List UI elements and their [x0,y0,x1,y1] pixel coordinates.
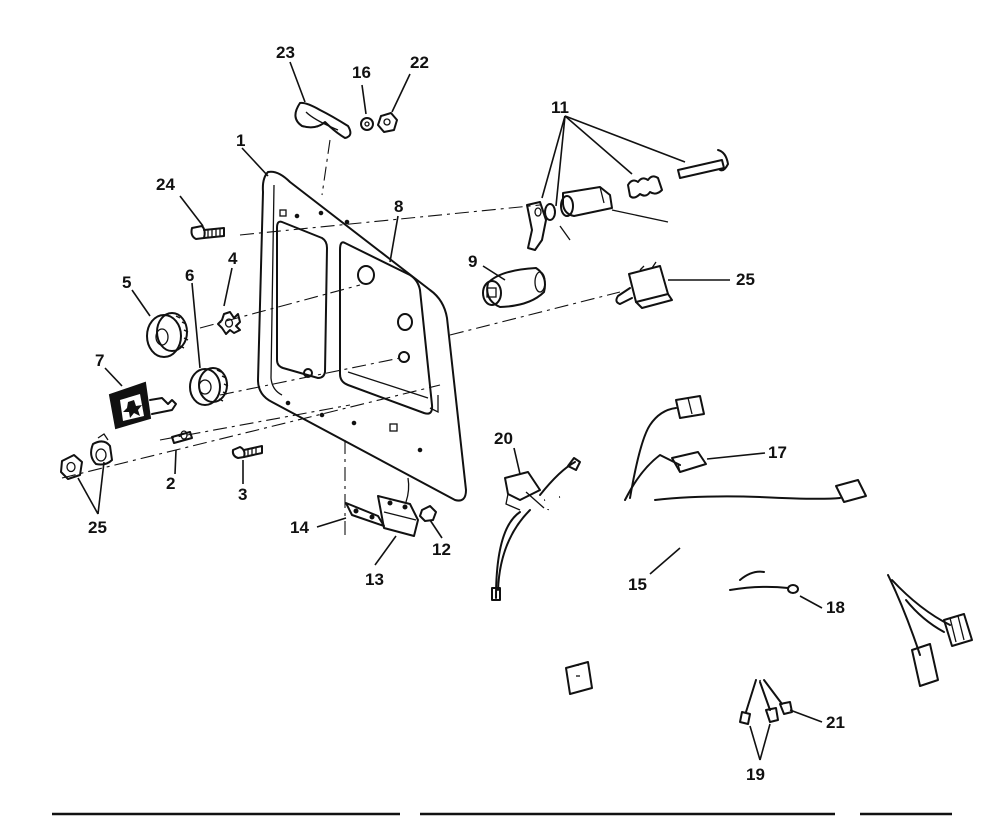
connector-20 [504,471,545,511]
latch-washer-11 [544,203,571,241]
screw-3 [231,445,263,459]
callouts: 1 2 3 4 5 6 7 8 9 11 12 13 14 15 16 17 1… [88,43,845,784]
callout-6: 6 [185,266,194,285]
screw-24 [190,225,225,240]
callout-7: 7 [95,351,104,370]
terminal-top [567,457,581,471]
terminals-19-21 [739,679,793,725]
callout-15: 15 [628,575,647,594]
callout-11: 11 [551,98,569,117]
lock-washer-4 [217,311,241,335]
callout-8: 8 [394,197,403,216]
callout-24: 24 [156,175,175,194]
callout-9: 9 [468,252,477,271]
callout-22: 22 [410,53,429,72]
callout-2: 2 [166,474,175,493]
callout-4: 4 [228,249,238,268]
latch-rod-11 [611,209,669,223]
switch-washer-25 [90,433,113,466]
nut-12 [419,505,437,522]
latch-bracket-11 [526,201,547,251]
callout-25-right: 25 [736,270,755,289]
callout-21: 21 [826,713,845,732]
callout-19: 19 [746,765,765,784]
toggle-switch-25 [615,261,673,309]
connector-top [675,395,705,419]
socket-9 [482,267,546,308]
washer-16 [360,117,374,131]
knurled-nut-5 [146,312,189,358]
callout-18: 18 [826,598,845,617]
mounting-plate-14 [345,502,385,527]
callout-25-left: 25 [88,518,107,537]
callout-20: 20 [494,429,513,448]
callout-16: 16 [352,63,371,82]
connector-17 [671,451,707,473]
nut-22 [377,112,398,133]
callout-23: 23 [276,43,295,62]
ring-terminal-18 [729,570,799,594]
callout-1: 1 [236,131,245,150]
connector-right-top [835,479,867,503]
knurled-nut-6 [189,367,229,406]
wire-clip [294,101,352,139]
latch-pin-11 [677,149,729,179]
callout-12: 12 [432,540,451,559]
leader-lines [77,61,823,761]
terminal-block-13 [377,477,419,537]
callout-5: 5 [122,273,131,292]
callout-14: 14 [290,518,309,537]
ignition-key-7 [108,381,177,430]
dash-panel [257,170,467,502]
connector-right-bottom [911,613,973,687]
callout-17: 17 [768,443,787,462]
callout-13: 13 [365,570,384,589]
wiring-harness-15 [491,407,951,681]
switch-nut-25 [60,454,83,480]
connector-bottom-left [565,661,593,695]
latch-spring-11 [627,175,663,199]
callout-3: 3 [238,485,247,504]
latch-body-11 [560,186,613,217]
pin-2 [171,430,193,444]
